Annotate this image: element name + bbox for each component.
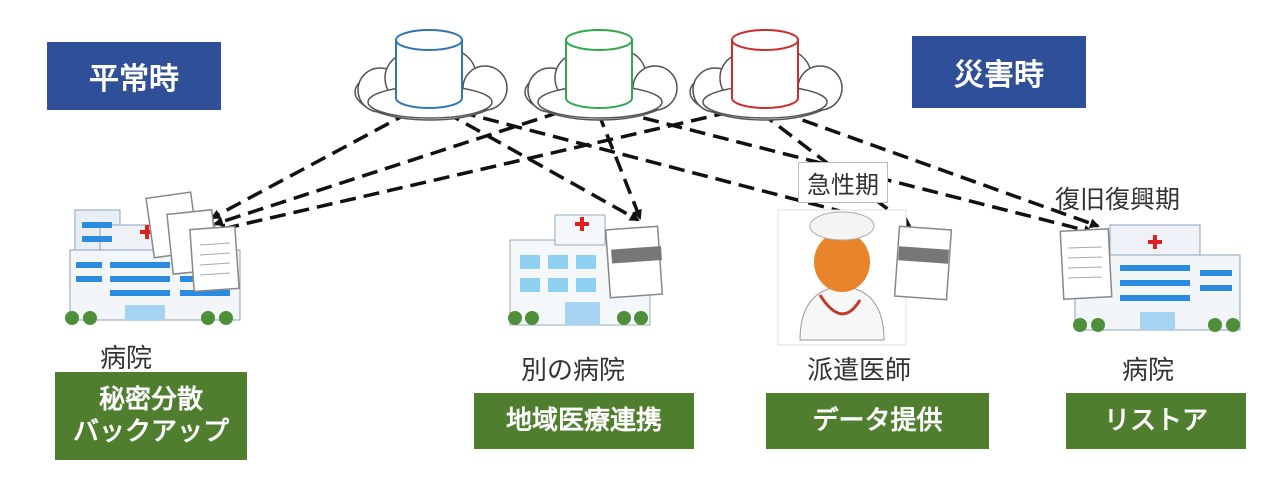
data-provision-box: データ提供 (766, 393, 989, 449)
restore-box: リストア (1066, 393, 1246, 449)
disaster-time-label: 災害時 (912, 36, 1086, 108)
arrow-blue-to-doctor (459, 110, 907, 231)
cloud-storage-blue (354, 29, 508, 121)
cloud-storage-red (689, 29, 843, 121)
arrow-blue-to-other (444, 110, 640, 222)
backup-line2: バックアップ (72, 417, 229, 447)
hospital-left-illustration (65, 191, 241, 325)
arrow-green-to-hospital (213, 110, 561, 227)
arrow-red-to-doctor (758, 110, 912, 228)
regional-medical-cooperation-box: 地域医療連携 (474, 393, 694, 449)
other-hospital-illustration (508, 214, 664, 326)
doctor-illustration (777, 209, 953, 346)
backup-line1: 秘密分散 (98, 384, 203, 415)
database-icon (565, 29, 633, 109)
acute-phase-label: 急性期 (798, 162, 888, 203)
database-icon (731, 29, 799, 109)
secret-sharing-backup-box: 秘密分散 バックアップ (55, 372, 247, 460)
dashed-arrows (210, 110, 1100, 235)
database-icon (395, 29, 463, 109)
dispatched-doctor-label: 派遣医師 (807, 356, 912, 386)
hospital-right-illustration (1059, 224, 1241, 332)
recovery-phase-label: 復旧復興期 (1055, 185, 1181, 214)
cloud-storage-green (524, 29, 678, 121)
arrow-green-to-other (596, 111, 642, 220)
arrow-blue-to-hospital (210, 110, 411, 220)
normal-time-label: 平常時 (47, 42, 221, 110)
hospital-right-label: 病院 (1122, 356, 1175, 386)
arrow-red-to-hospital (216, 110, 731, 234)
hospital-left-label: 病院 (100, 344, 153, 374)
other-hospital-label: 別の病院 (521, 356, 626, 386)
arrow-red-to-restore (779, 110, 1100, 229)
